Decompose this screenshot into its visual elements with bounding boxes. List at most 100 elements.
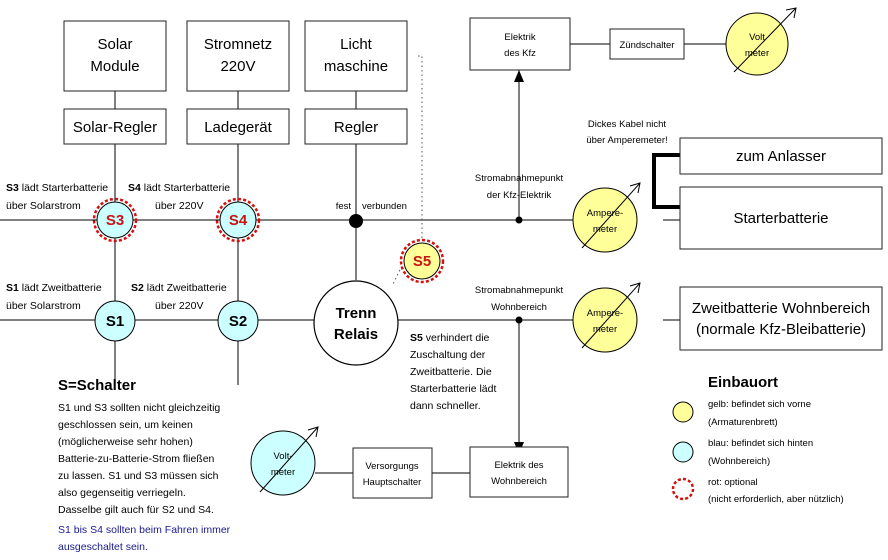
s3-note-line-1: S3 lädt Starterbatterie (6, 182, 108, 194)
legend-cyan-line-1: blau: befindet sich hinten (708, 438, 813, 449)
alternator-label-2: maschine (324, 58, 388, 75)
switch-s3: S3 (92, 197, 138, 243)
switch-s3-optional-ring (92, 197, 138, 243)
switch-s5-label: S5 (413, 253, 431, 270)
vehicle-tap-dot (515, 216, 523, 224)
cable-note-line-1: Dickes Kabel nicht (588, 119, 667, 130)
main-switch-box (352, 447, 433, 499)
vehicle-tap-label-2: der Kfz-Elektrik (487, 190, 552, 201)
legend-yellow-swatch (672, 401, 694, 423)
solar-module-label-1: Solar (97, 36, 132, 53)
starter-battery-box (679, 186, 883, 250)
dashboard-voltmeter (725, 12, 789, 76)
living-electrics-label-2: Wohnbereich (491, 476, 547, 487)
starter-terminal-box (679, 137, 883, 175)
switch-s1-label: S1 (106, 313, 124, 330)
s1-note-line-1: S1 lädt Zweitbatterie (6, 282, 102, 294)
s5-note-line-2: Zuschaltung der (410, 349, 486, 361)
legend-red-line-2: (nicht erforderlich, aber nützlich) (708, 494, 844, 505)
living-tap-label-1: Stromabnahmepunkt (475, 285, 564, 296)
living-voltmeter-needle (259, 426, 319, 493)
main-switch-label-2: Hauptschalter (363, 477, 422, 488)
living-voltmeter-label-1: Volt- (273, 451, 292, 462)
s2-note-line-1: S2 lädt Zweitbatterie (131, 282, 227, 294)
starter-ammeter: Ampere- meter (572, 182, 641, 253)
living-ammeter-needle (581, 282, 641, 349)
living-ammeter: Ampere- meter (572, 282, 641, 353)
cable-note-line-2: über Amperemeter! (586, 135, 667, 146)
dashboard-voltmeter-label-1: Volt (749, 32, 765, 43)
ignition-switch-label: Zündschalter (620, 40, 675, 51)
s1-note-line-2: über Solarstrom (6, 300, 81, 312)
s5-note-line-4: Starterbatterie lädt (410, 383, 496, 395)
solar-regulator-label: Solar-Regler (73, 119, 157, 136)
switch-s3-circle (96, 201, 134, 239)
isolation-relay-label-2: Relais (334, 326, 378, 343)
connected-label: verbunden (362, 201, 407, 212)
switch-legend-line-7: Dasselbe gilt auch für S2 und S4. (58, 504, 214, 516)
fixed-label: fest (336, 201, 352, 212)
living-electrics-label-1: Elektrik des (494, 460, 543, 471)
switch-s3-label: S3 (106, 212, 124, 229)
solar-module-box (63, 20, 167, 92)
vehicle-feed-arrowhead (514, 70, 524, 82)
legend-cyan-line-2: (Wohnbereich) (708, 456, 770, 467)
switch-legend-line-4: Batterie-zu-Batterie-Strom fließen (58, 453, 215, 465)
source-boxes: Solar Module Stromnetz 220V Licht maschi… (63, 20, 408, 92)
switch-s1: S1 (94, 300, 136, 342)
s5-note-line-3: Zweitbatterie. Die (410, 366, 492, 378)
switch-s5-circle (403, 242, 441, 280)
s2-note-line-2: über 220V (155, 300, 203, 312)
living-voltmeter-label-2: meter (271, 467, 295, 478)
switch-legend-line-1: S1 und S3 sollten nicht gleichzeitig (58, 402, 220, 414)
s3-note-line-2: über Solarstrom (6, 200, 81, 212)
dashboard-voltmeter-needle (733, 7, 797, 73)
second-battery-label-2: (normale Kfz-Bleibatterie) (696, 321, 866, 338)
switch-s2-label: S2 (229, 313, 247, 330)
legend-cyan-swatch (672, 441, 694, 463)
charger-label: Ladegerät (204, 119, 272, 136)
isolation-relay-circle (313, 280, 399, 366)
solar-regulator-box (63, 108, 167, 145)
batteries: zum Anlasser Starterbatterie Zweitbatter… (679, 137, 883, 351)
main-switch-label-1: Versorgungs (365, 461, 419, 472)
switch-legend-line-2: geschlossen sein, um keinen (58, 419, 193, 431)
switch-legend-blue-line-1: S1 bis S4 sollten beim Fahren immer (58, 524, 231, 536)
alternator-box (304, 20, 408, 92)
switch-legend-line-5: zu lassen. S1 und S3 müssen sich (58, 470, 219, 482)
s5-note-line-5: dann schneller. (410, 400, 481, 412)
thick-starter-cable (652, 153, 680, 209)
regulator-boxes: Solar-Regler Ladegerät Regler (63, 108, 408, 145)
living-voltmeter-circle (250, 430, 316, 496)
switch-s2-circle (217, 300, 259, 342)
dashboard-voltmeter-needle-tip (785, 7, 797, 19)
living-ammeter-label-2: meter (593, 324, 617, 335)
switch-s4-optional-ring (215, 197, 261, 243)
living-voltmeter-needle-tip (307, 426, 319, 438)
fixed-junction-dot (349, 214, 363, 228)
living-electrics-box (469, 446, 569, 498)
switch-s1-circle (94, 300, 136, 342)
s5-note-line-1: S5 verhindert die (410, 332, 490, 344)
legend-red-swatch (671, 477, 695, 501)
switch-s2: S2 (217, 300, 259, 342)
switch-s4: S4 (215, 197, 261, 243)
legend-yellow-line-2: (Armaturenbrett) (708, 417, 778, 428)
living-ammeter-label-1: Ampere- (587, 308, 623, 319)
alternator-label-1: Licht (340, 36, 373, 53)
s4-note-line-2: über 220V (155, 200, 203, 212)
switch-s5-optional-ring (399, 238, 445, 284)
starter-terminal-label: zum Anlasser (736, 148, 826, 165)
living-tap-dot (515, 316, 523, 324)
regulator-label: Regler (334, 119, 378, 136)
s5-to-relay-dotted-line (392, 269, 401, 285)
location-legend-heading: Einbauort (708, 374, 778, 391)
grid-label-1: Stromnetz (204, 36, 272, 53)
vehicle-electrics-box (469, 17, 571, 71)
starter-ammeter-label-2: meter (593, 224, 617, 235)
vehicle-electrics-label-2: des Kfz (504, 48, 536, 59)
switch-legend-heading: S=Schalter (58, 377, 136, 394)
legend-yellow-line-1: gelb: befindet sich vorne (708, 399, 811, 410)
